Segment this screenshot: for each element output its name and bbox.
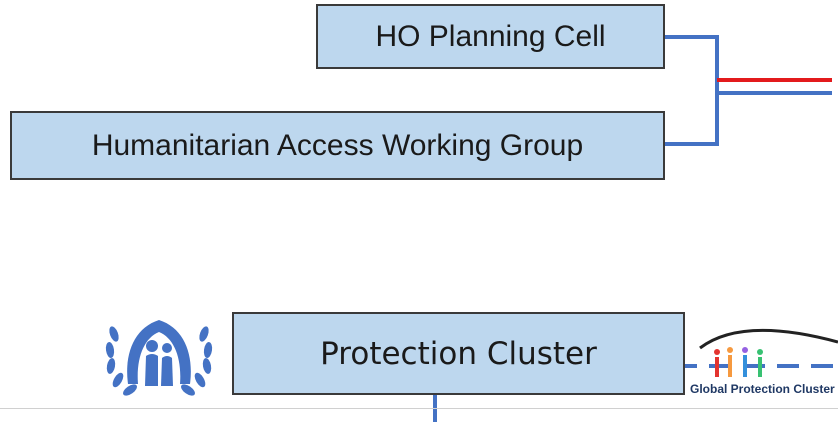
bottom-divider xyxy=(0,408,838,409)
protection-cluster-box: Protection Cluster xyxy=(232,312,685,395)
ho-planning-cell-box: HO Planning Cell xyxy=(316,4,665,69)
protection-cluster-label: Protection Cluster xyxy=(320,335,597,372)
global-protection-cluster-logo: Global Protection Cluster xyxy=(690,320,838,400)
humanitarian-access-working-group-label: Humanitarian Access Working Group xyxy=(91,128,584,162)
humanitarian-access-working-group-box: Humanitarian Access Working Group xyxy=(10,111,665,180)
global-protection-cluster-icon xyxy=(699,328,838,377)
planning-connector xyxy=(665,35,719,146)
unhcr-logo-icon xyxy=(105,320,213,396)
global-protection-cluster-text: Global Protection Cluster xyxy=(690,382,835,396)
ho-planning-cell-label: HO Planning Cell xyxy=(375,19,606,53)
